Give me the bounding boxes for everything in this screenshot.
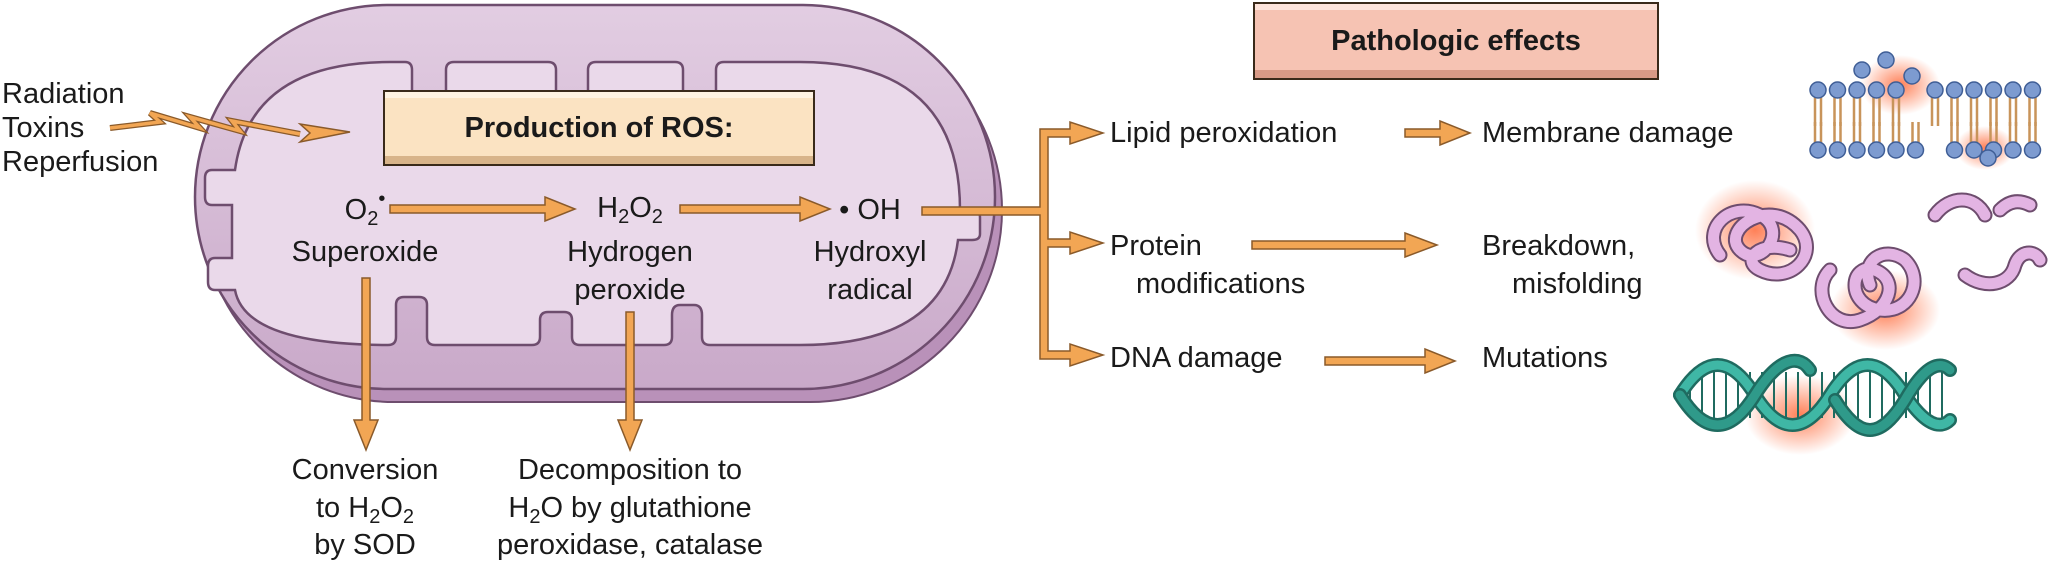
membrane-bilayer-icon xyxy=(1809,51,2042,170)
hydroxyl-formula: • OH xyxy=(839,194,901,226)
sod-line2: to H2O2 xyxy=(316,492,414,528)
bolt-arrowhead xyxy=(297,122,351,144)
effect-mutations: Mutations xyxy=(1482,342,1608,374)
effect-dna-damage: DNA damage xyxy=(1110,342,1283,374)
effect-protein-line1: Protein xyxy=(1110,230,1202,262)
effect-lipid-peroxidation: Lipid peroxidation xyxy=(1110,117,1338,149)
fate-arrows xyxy=(352,277,644,453)
input-reperfusion: Reperfusion xyxy=(2,146,159,178)
input-toxins: Toxins xyxy=(2,112,85,144)
sod-line3: by SOD xyxy=(314,529,416,561)
sod-line1: Conversion xyxy=(291,454,439,486)
pathologic-effects-box: Pathologic effects xyxy=(1253,2,1659,80)
effects-branch-arrow xyxy=(921,120,1106,368)
effect-breakdown-line1: Breakdown, xyxy=(1482,230,1636,262)
input-radiation: Radiation xyxy=(2,78,125,110)
effect-breakdown-line2: misfolding xyxy=(1512,268,1643,300)
ros-chain-arrows xyxy=(389,195,833,223)
protein-misfolding-icon xyxy=(1695,180,2048,350)
hydrogen-peroxide-formula: H2O2 xyxy=(597,192,663,228)
effect-membrane-damage: Membrane damage xyxy=(1482,117,1734,149)
ros-production-title: Production of ROS: xyxy=(464,111,734,144)
hydrogen-peroxide-line2: peroxide xyxy=(574,274,686,306)
dna-helix-icon xyxy=(1673,353,1957,455)
superoxide-formula: O2• xyxy=(344,188,386,230)
decomposition-line2: H2O by glutathione xyxy=(508,492,752,528)
decomposition-line1: Decomposition to xyxy=(517,454,743,486)
effect-arrows xyxy=(1251,119,1473,375)
ros-production-box: Production of ROS: xyxy=(383,90,815,166)
decomposition-line3: peroxidase, catalase xyxy=(497,529,763,561)
hydrogen-peroxide-line1: Hydrogen xyxy=(567,236,693,268)
hydroxyl-line1: Hydroxyl xyxy=(813,236,927,268)
superoxide-label: Superoxide xyxy=(291,236,439,268)
effect-protein-line2: modifications xyxy=(1136,268,1306,300)
pathologic-effects-title: Pathologic effects xyxy=(1331,24,1581,57)
hydroxyl-line2: radical xyxy=(827,274,913,306)
